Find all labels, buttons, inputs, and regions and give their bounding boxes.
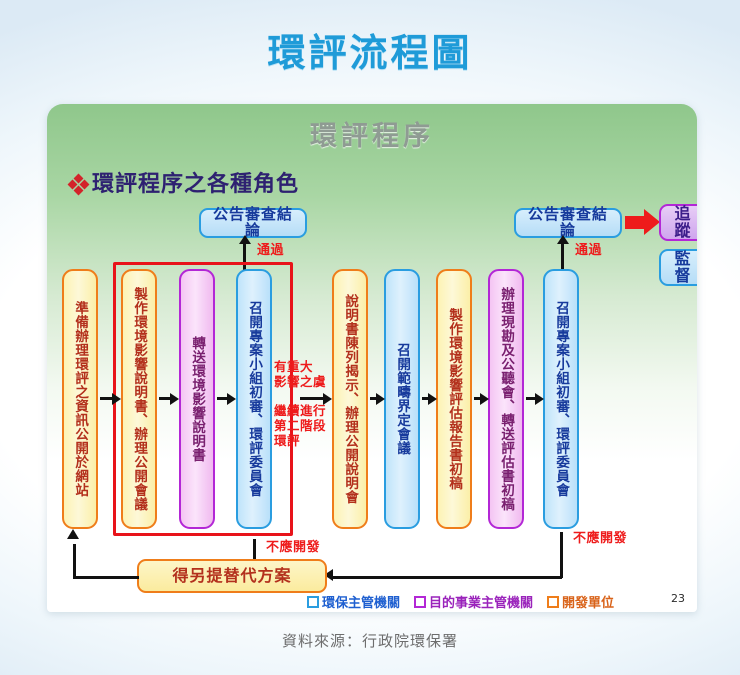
process-box-4[interactable]: 召開專案小組初審、環評委員會 — [236, 269, 272, 529]
line-right-to-alternative — [332, 576, 562, 579]
line-down-no-develop-right — [560, 532, 563, 578]
legend-swatch-orange-icon — [547, 595, 560, 608]
arrow-2-to-3 — [159, 392, 179, 405]
arrowhead-left-to-alternative — [324, 569, 333, 581]
legend-label-epa: 環保主管機關 — [322, 596, 401, 611]
legend-item-epa: 環保主管機關 — [307, 592, 400, 611]
process-box-2[interactable]: 製作環境影響說明書、辦理公開會議 — [121, 269, 157, 529]
process-box-8[interactable]: 辦理現勘及公聽會、轉送評估書初稿 — [488, 269, 524, 529]
legend-item-competent-authority: 目的事業主管機關 — [414, 592, 533, 611]
arrow-up-right-pass — [556, 235, 569, 272]
line-left-vertical-up — [73, 544, 76, 578]
process-box-3[interactable]: 轉送環境影響說明書 — [179, 269, 215, 529]
legend-label-developer: 開發單位 — [562, 596, 615, 611]
legend-swatch-blue-icon — [307, 595, 319, 608]
arrow-5-to-6 — [370, 392, 385, 405]
card-header-title: 環評程序 — [310, 121, 434, 152]
alternative-plan-box[interactable]: 得另提替代方案 — [137, 559, 327, 593]
process-box-6[interactable]: 召開範疇界定會議 — [384, 269, 420, 529]
process-box-1[interactable]: 準備辦理環評之資訊公開於網站 — [62, 269, 98, 529]
arrow-3-to-4 — [217, 392, 236, 405]
trace-box[interactable]: 追蹤 — [659, 204, 697, 241]
legend-label-competent-authority: 目的事業主管機關 — [429, 596, 534, 611]
arrow-8-to-9 — [526, 392, 544, 405]
process-box-5[interactable]: 說明書陳列揭示、辦理公開說明會 — [332, 269, 368, 529]
page-number: 23 — [671, 592, 685, 605]
diamond-bullet-icon — [67, 173, 90, 196]
process-box-9[interactable]: 召開專案小組初審、環評委員會 — [543, 269, 579, 529]
flowchart-card: 環評程序 環評程序之各種角色 公告審查結論 通過 公告審查結論 追蹤 監督 通過… — [47, 104, 697, 612]
label-no-develop-right: 不應開發 — [573, 531, 628, 546]
arrow-1-to-2 — [100, 392, 121, 405]
arrow-6-to-7 — [422, 392, 437, 405]
label-pass-right: 通過 — [575, 243, 603, 258]
line-alternative-to-left — [73, 576, 139, 579]
label-no-develop-left: 不應開發 — [266, 540, 321, 555]
note-major-impact-line2: 影響之虞 — [274, 374, 327, 389]
section-subtitle-text: 環評程序之各種角色 — [92, 172, 300, 197]
legend: 環保主管機關 目的事業主管機關 開發單位 — [307, 592, 614, 611]
note-continue-stage2-line1: 繼續進行 — [274, 403, 327, 418]
public-announce-conclusion-right[interactable]: 公告審查結論 — [514, 206, 622, 238]
arrow-4-to-5 — [300, 392, 332, 405]
public-announce-conclusion-left[interactable]: 公告審查結論 — [199, 206, 307, 238]
arrowhead-up-to-box1 — [67, 529, 79, 539]
section-subtitle: 環評程序之各種角色 — [67, 166, 300, 198]
arrow-7-to-8 — [474, 392, 489, 405]
supervise-box[interactable]: 監督 — [659, 249, 697, 286]
source-caption: 資料來源：行政院環保署 — [281, 632, 458, 650]
process-box-7[interactable]: 製作環境影響評估報告書初稿 — [436, 269, 472, 529]
legend-item-developer: 開發單位 — [547, 592, 614, 611]
label-pass-left: 通過 — [257, 243, 285, 258]
page-title: 環評流程圖 — [267, 31, 473, 75]
note-major-impact-line1: 有重大 — [274, 359, 314, 374]
red-arrow-to-trace — [625, 209, 660, 235]
arrow-up-left-pass — [238, 235, 251, 272]
note-continue-stage2-line3: 環評 — [274, 433, 301, 448]
legend-swatch-purple-icon — [414, 595, 427, 608]
note-continue-stage2-line2: 第二階段 — [274, 418, 327, 433]
